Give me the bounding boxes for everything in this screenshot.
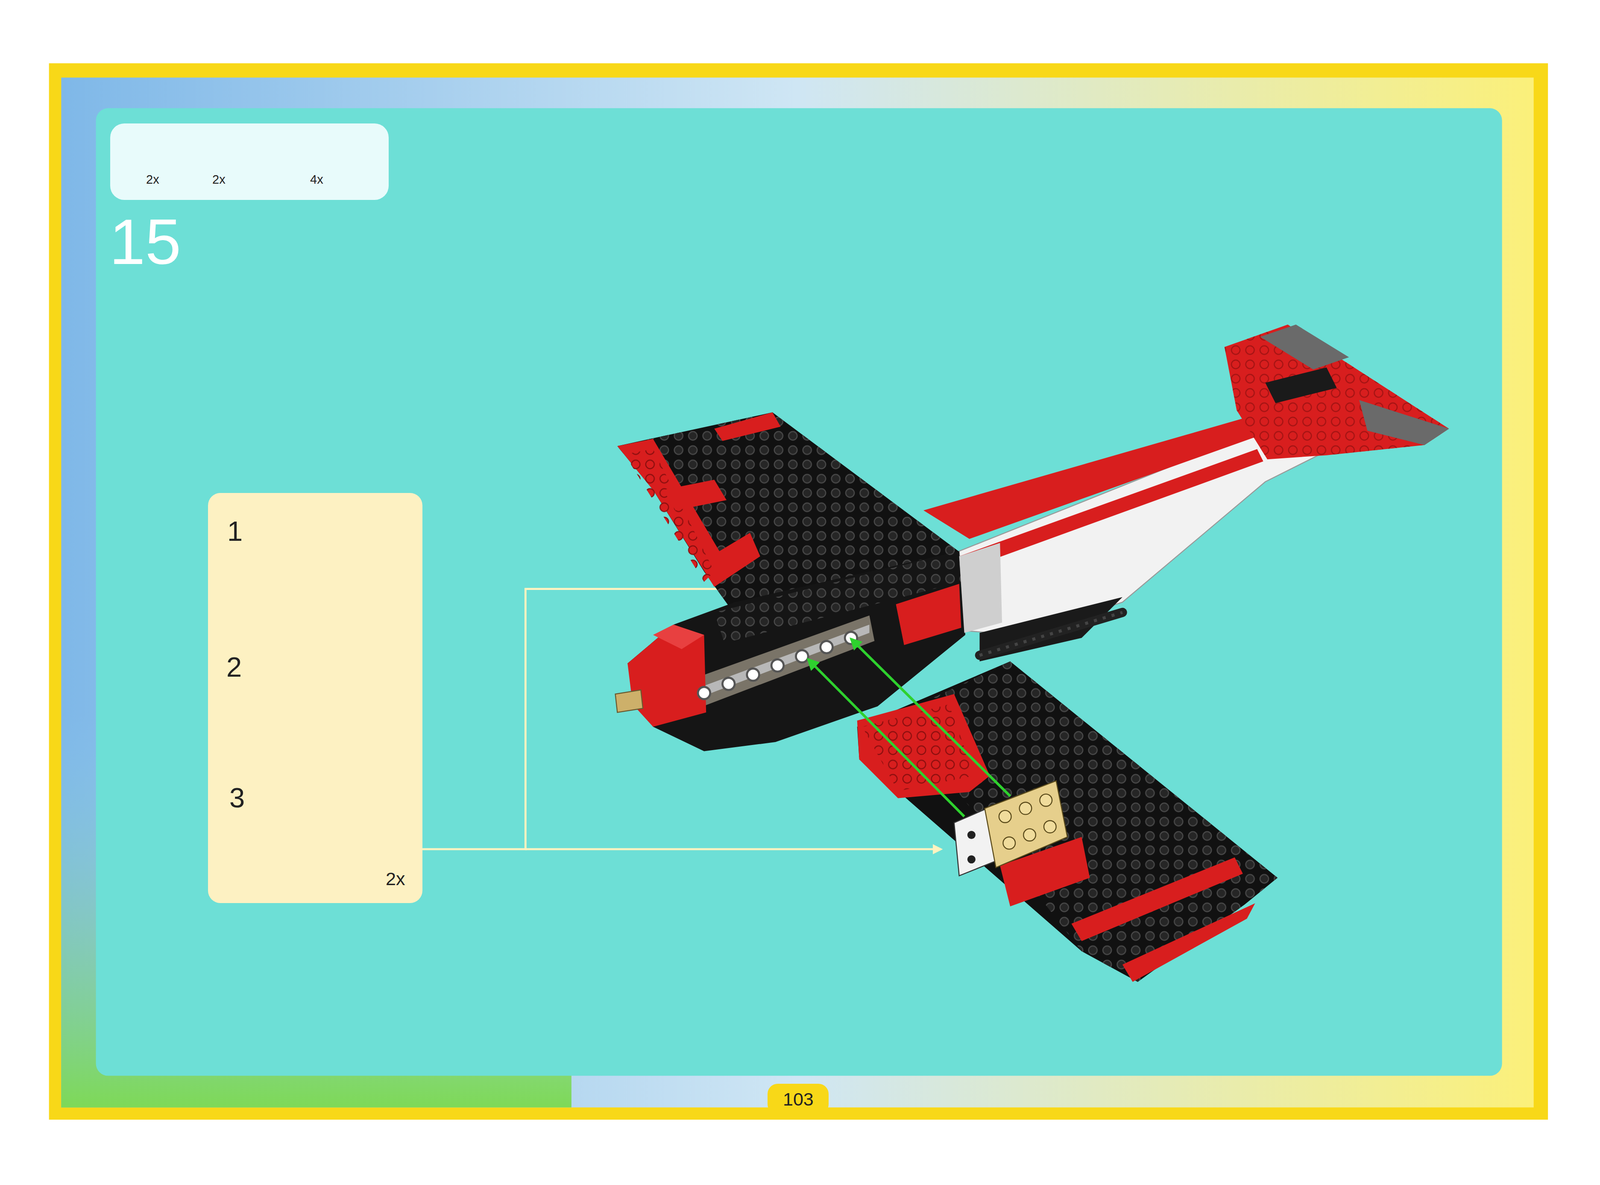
parts-list-box: 2x 2x 4x [110,123,389,200]
page-number-tab: 103 [767,1083,829,1115]
quantity-label: 2x [212,173,226,186]
build-step-number: 15 [109,209,182,274]
quantity-label: 2x [385,869,405,888]
quantity-label: 4x [310,173,324,186]
subassembly-box: 1 2 3 2x [208,492,423,903]
step-number: 1 [227,517,243,546]
step-number: 3 [229,783,245,812]
quantity-label: 2x [146,173,160,186]
page-number: 103 [782,1090,814,1109]
step-number: 2 [226,653,242,681]
